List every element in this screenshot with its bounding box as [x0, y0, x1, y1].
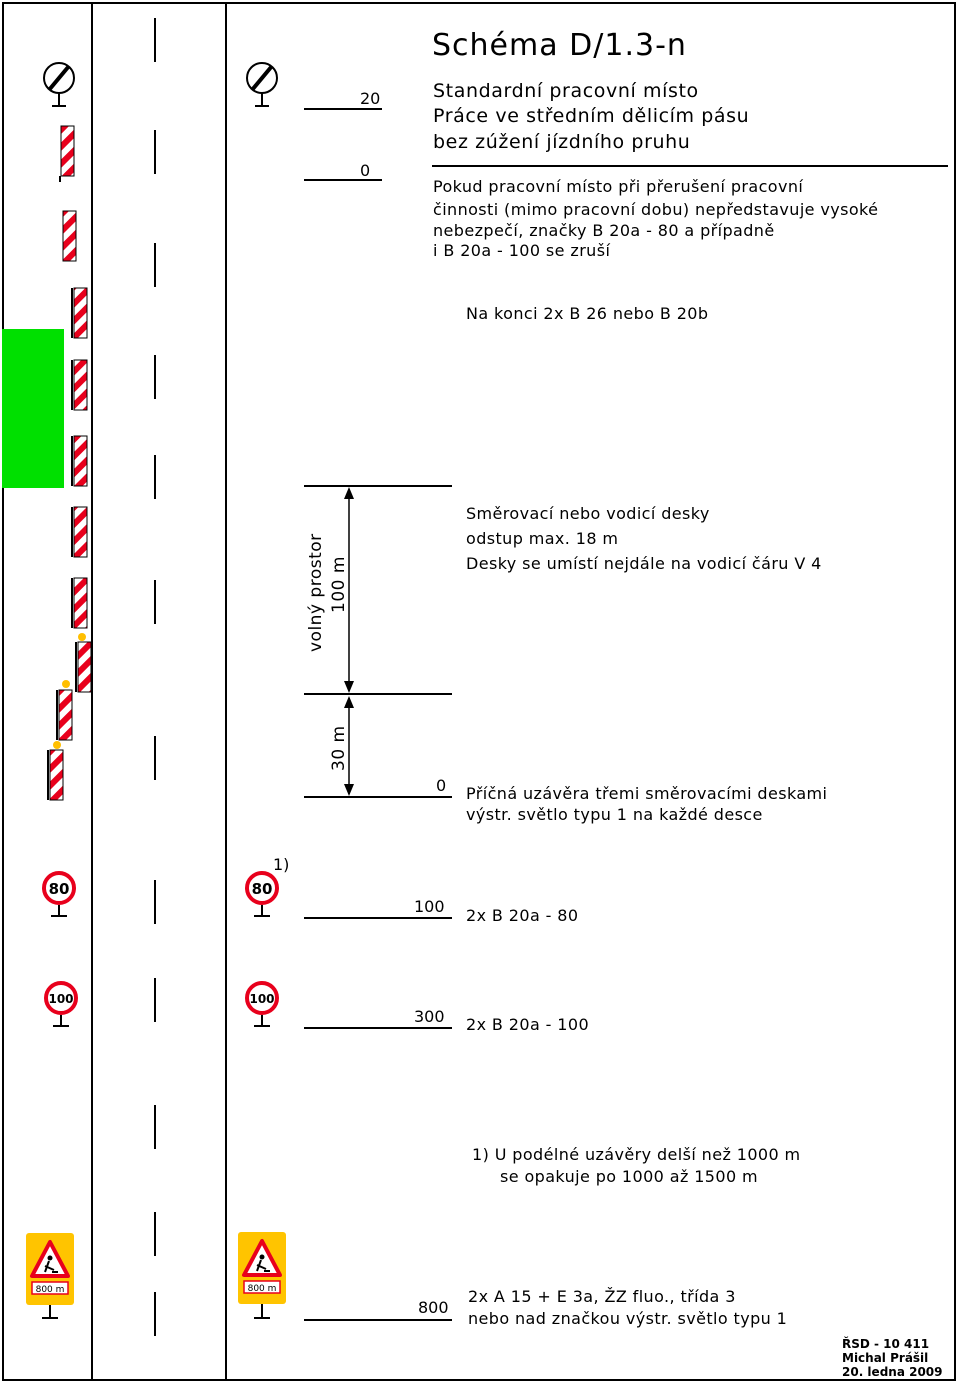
svg-text:80: 80 [252, 880, 273, 898]
cross-closure-board-icon [47, 741, 64, 801]
page-title: Schéma D/1.3-n [432, 28, 687, 63]
guide-board-icon [71, 287, 88, 339]
subtitle-line: Standardní pracovní místo [433, 80, 699, 102]
svg-text:80: 80 [49, 880, 70, 898]
svg-text:100: 100 [48, 992, 73, 1006]
stamp-line: ŘSD - 10 411 [842, 1337, 930, 1351]
intro-note-line: činnosti (mimo pracovní dobu) nepředstav… [433, 200, 879, 219]
speed-limit-80-sign-icon: 80 [42, 871, 76, 917]
speed-limit-80-sign-icon: 80 [245, 871, 279, 917]
cross-note-line: Příčná uzávěra třemi směrovacími deskami [466, 784, 828, 803]
distance-mark: 800 [418, 1298, 449, 1317]
guide-board-icon [59, 125, 75, 182]
dimension-arrow [344, 487, 354, 796]
speed-limit-100-sign-icon: 100 [44, 981, 78, 1027]
road-edge-line [91, 4, 227, 1381]
road-works-warning-sign-icon: 800 m [26, 1233, 74, 1319]
cross-note-line: výstr. světlo typu 1 na každé desce [466, 805, 763, 824]
guide-note-line: Desky se umístí nejdále na vodicí čáru V… [466, 554, 822, 573]
speed-limit-100-sign-icon: 100 [245, 981, 279, 1027]
free-space-length-label: 100 m [329, 556, 349, 613]
svg-text:800 m: 800 m [248, 1284, 277, 1294]
intro-note-line: i B 20a - 100 se zruší [433, 241, 611, 260]
distance-mark: 100 [414, 897, 445, 916]
svg-text:100: 100 [249, 992, 274, 1006]
end-restriction-sign-icon [43, 62, 75, 107]
distance-mark: 0 [436, 776, 447, 795]
warning-note-line: 2x A 15 + E 3a, ŽZ fluo., třída 3 [468, 1287, 736, 1306]
stamp-line: Michal Prášil [842, 1351, 929, 1365]
subtitle-line: bez zúžení jízdního pruhu [433, 131, 691, 153]
work-area [2, 329, 64, 488]
road-works-warning-sign-icon: 800 m [238, 1232, 286, 1319]
guide-board-icon [71, 359, 88, 411]
guide-board-icon [71, 506, 88, 558]
guide-board-icon [62, 210, 77, 262]
footnote-marker: 1) [273, 855, 290, 874]
distance-mark: 0 [360, 161, 371, 180]
svg-text:800 m: 800 m [36, 1285, 65, 1295]
subtitle-line: Práce ve středním dělicím pásu [433, 105, 750, 127]
guide-board-icon [71, 577, 88, 629]
warning-note-line: nebo nad značkou výstr. světlo typu 1 [468, 1309, 788, 1328]
intro-note-line: nebezpečí, značky B 20a - 80 a případně [433, 221, 775, 240]
cross-closure-board-icon [56, 680, 73, 741]
intro-note-line: Pokud pracovní místo při přerušení praco… [433, 177, 804, 196]
end-note: Na konci 2x B 26 nebo B 20b [466, 304, 709, 323]
cross-closure-board-icon [75, 633, 92, 693]
distance-mark: 20 [360, 89, 381, 108]
guide-note-line: Směrovací nebo vodicí desky [466, 504, 710, 523]
guide-board-icon [71, 435, 88, 487]
speed-100-note: 2x B 20a - 100 [466, 1015, 590, 1034]
gap-length-label: 30 m [329, 725, 349, 771]
footnote-line: 1) U podélné uzávěry delší než 1000 m [472, 1145, 801, 1164]
footnote-line: se opakuje po 1000 až 1500 m [500, 1167, 759, 1186]
distance-tick-line [304, 108, 452, 1321]
free-space-label: volný prostor [306, 533, 326, 652]
speed-80-note: 2x B 20a - 80 [466, 906, 579, 925]
guide-note-line: odstup max. 18 m [466, 529, 619, 548]
end-restriction-sign-icon [246, 62, 278, 107]
distance-mark: 300 [414, 1007, 445, 1026]
stamp-line: 20. ledna 2009 [842, 1365, 943, 1379]
